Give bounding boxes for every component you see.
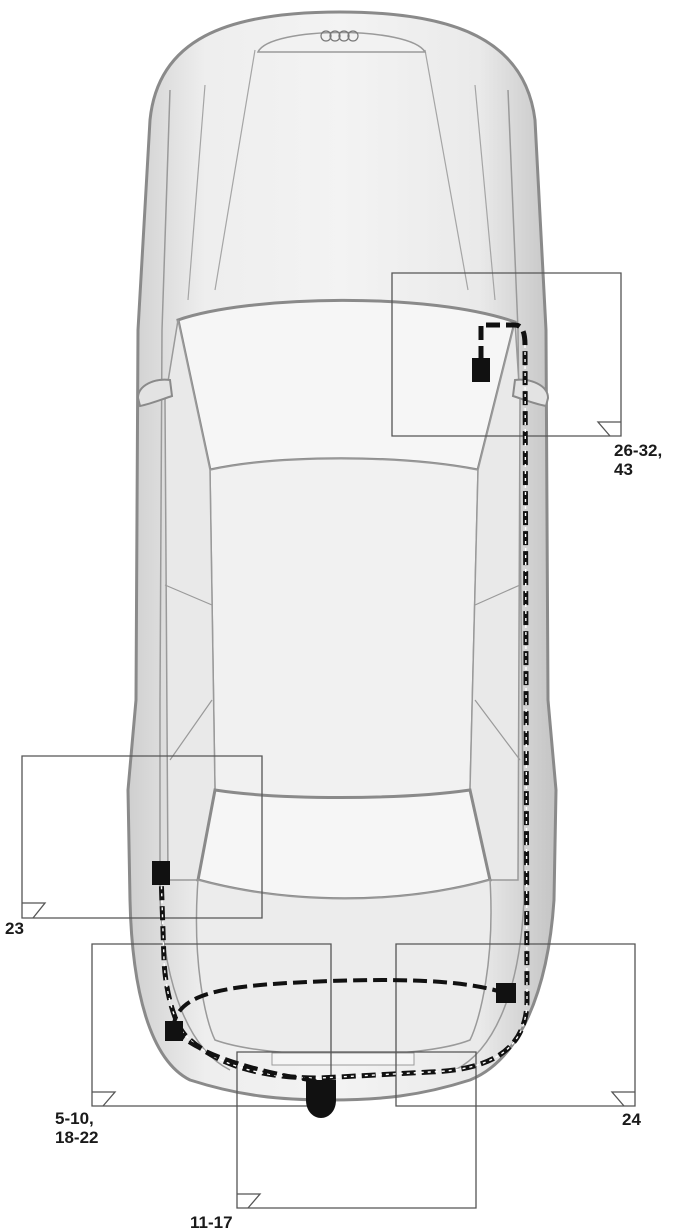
trunk-lid	[195, 879, 492, 1056]
control-unit-front	[472, 358, 490, 382]
callout-label-11-17: 11-17	[190, 1213, 233, 1231]
callout-label-18-22: 18-22	[55, 1128, 98, 1147]
frame-11-17	[236, 1051, 477, 1209]
harness-branch-path	[171, 1028, 321, 1084]
hood-lines	[187, 49, 496, 301]
roof	[209, 458, 479, 799]
callout-label-43: 43	[614, 460, 633, 479]
control-unit-rear-left	[165, 1021, 183, 1041]
right-mirror	[511, 378, 550, 408]
windshield	[176, 298, 517, 472]
control-unit-rear-right	[496, 983, 516, 1003]
callout-label-5-10: 5-10,	[55, 1109, 94, 1128]
tow-hitch-socket	[306, 1080, 336, 1118]
callout-label-23: 23	[5, 919, 24, 938]
control-unit-left	[152, 861, 170, 885]
callout-label-26-32: 26-32,	[614, 441, 662, 460]
callout-frames	[21, 272, 636, 1209]
left-mirror	[136, 378, 174, 408]
frame-23	[21, 755, 263, 919]
brand-rings-logo	[320, 30, 359, 42]
leader-ticks	[22, 421, 635, 1209]
callout-label-24: 24	[622, 1110, 641, 1129]
door-lines	[164, 584, 521, 761]
frame-26-32-43	[391, 272, 622, 437]
rear-window	[196, 788, 492, 901]
license-plate-area	[271, 1052, 415, 1066]
